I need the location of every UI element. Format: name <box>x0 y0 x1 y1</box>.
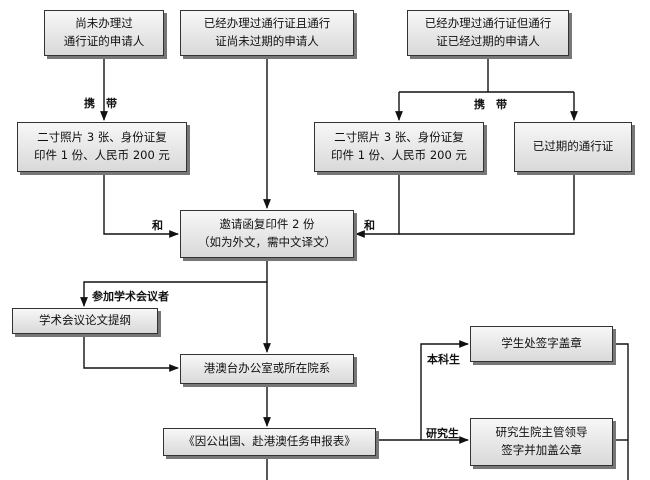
label-conference: 参加学术会议者 <box>92 290 169 303</box>
box-grad-school: 研究生院主管领导 签字并加盖公章 <box>470 418 613 466</box>
line-expired-permit-join <box>399 172 575 235</box>
box-docs-right: 二寸照片 3 张、身份证复 印件 1 份、人民币 200 元 <box>314 122 484 172</box>
label-and-left: 和 <box>152 219 163 232</box>
box-office: 港澳台办公室或所在院系 <box>180 354 354 384</box>
arrow-to-student-office <box>420 340 469 440</box>
box-invitation: 邀请函复印件 2 份 （如为外文，需中文译文） <box>180 210 354 258</box>
box-student-office: 学生处签字盖章 <box>470 326 613 362</box>
label-and-right: 和 <box>364 219 375 232</box>
label-carry-right: 携 带 <box>474 98 507 111</box>
box-paper-outline: 学术会议论文提纲 <box>12 308 158 334</box>
box-docs-left: 二寸照片 3 张、身份证复 印件 1 份、人民币 200 元 <box>17 122 187 172</box>
box-task-form: 《因公出国、赴港澳任务申报表》 <box>163 428 376 456</box>
arrow-to-paper-outline <box>80 281 267 307</box>
arrow-docs-left-to-invitation <box>103 172 179 238</box>
arrow-docs-right-to-invitation <box>355 172 400 238</box>
box-not-applied: 尚未办理过 通行证的申请人 <box>44 10 164 56</box>
box-expired-permit: 已过期的通行证 <box>514 122 632 172</box>
label-carry-left: 携 带 <box>84 97 117 110</box>
label-graduate: 研究生 <box>426 427 459 440</box>
box-has-unexpired: 已经办理过通行证且通行 证尚未过期的申请人 <box>180 10 354 56</box>
line-student-office-out <box>613 343 629 480</box>
box-has-expired: 已经办理过通行证但通行 证已经过期的申请人 <box>407 10 569 56</box>
label-undergrad: 本科生 <box>427 353 460 366</box>
arrow-paper-to-office <box>83 334 179 372</box>
